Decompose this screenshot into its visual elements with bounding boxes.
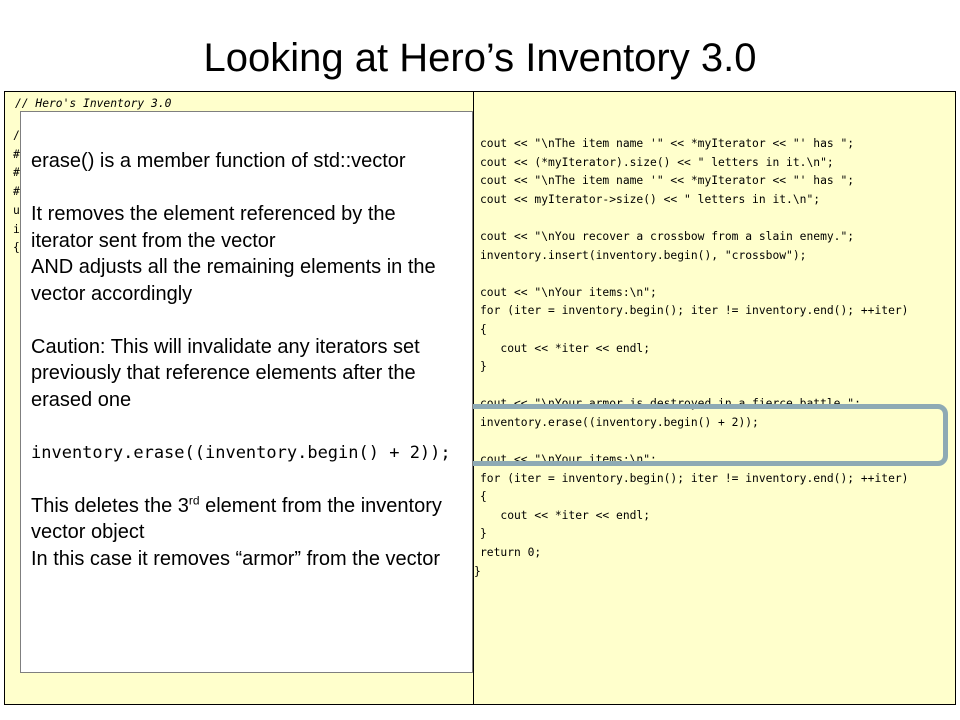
callout-deletes: This deletes the 3rd element from the in… [31,493,462,546]
callout-code-example: inventory.erase((inventory.begin() + 2))… [31,442,451,463]
code-closing-brace: } [474,564,481,578]
erase-line-highlight [455,404,948,466]
callout-deletes-start: This deletes the 3 [31,494,189,517]
ordinal-suffix: rd [188,492,200,507]
callout-deletes-end: element from the inventory vector object [31,494,442,544]
callout-armor-note: In this case it removes “armor” from the… [31,547,441,570]
callout-definition: erase() is a member function of std::vec… [31,150,406,172]
code-comment-line: // Hero's Inventory 3.0 [15,97,172,110]
code-body: cout << "\nThe item name '" << *myIterat… [480,137,909,560]
code-listing: cout << "\nThe item name '" << *myIterat… [474,135,909,581]
callout-behavior: It removes the element referenced by the… [31,203,396,252]
callout-caution: Caution: This will invalidate any iterat… [31,335,420,411]
code-obscured-lines: / # # # u i { [13,129,20,255]
explanation-callout: erase() is a member function of std::vec… [20,111,473,673]
code-pane-right: cout << "\nThe item name '" << *myIterat… [473,91,956,705]
callout-adjusts: AND adjusts all the remaining elements i… [31,256,436,305]
slide-title: Looking at Hero’s Inventory 3.0 [203,36,757,80]
